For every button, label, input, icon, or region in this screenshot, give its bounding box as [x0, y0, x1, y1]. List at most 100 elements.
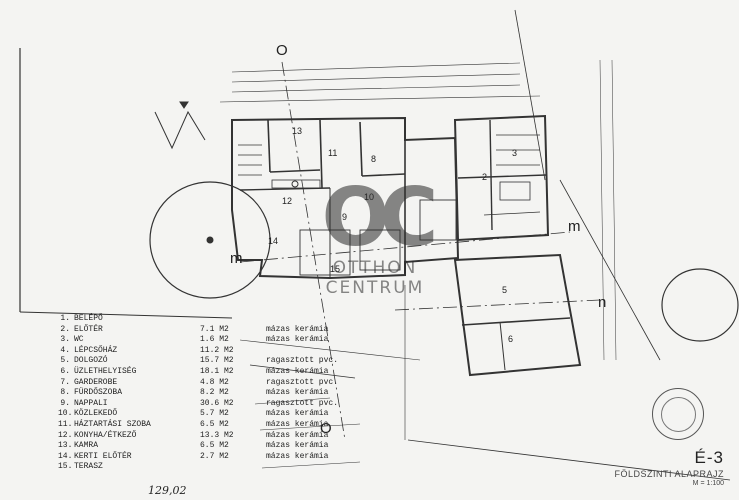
room-area: 15.7 M2 [200, 356, 234, 366]
room-row: 9. NAPPALI 30.6 M2 ragasztott pvc. [58, 398, 338, 410]
room-number: 8. [60, 388, 70, 398]
room-number: 7. [60, 377, 70, 387]
room-number: 12. [58, 430, 73, 440]
room-row: 10.KÖZLEKEDŐ 5.7 M2 mázas kerámia [58, 409, 328, 420]
room-row: 2. ELŐTÉR 7.1 M2 mázas kerámia [58, 324, 328, 336]
room-label-13: 13 [292, 126, 303, 136]
room-material: mázas kerámia [266, 324, 329, 334]
room-material: mázas kerámia [266, 451, 329, 461]
room-label-15: 15 [330, 264, 341, 274]
room-row: 13.KAMRA 6.5 M2 mázas kerámia [58, 441, 328, 452]
room-name: NAPPALI [74, 398, 108, 408]
room-name: LÉPCSŐHÁZ [74, 345, 118, 355]
room-label-9: 9 [342, 212, 348, 222]
room-material: mázas kerámia [266, 366, 329, 376]
room-number: 5. [60, 356, 70, 366]
room-area: 18.1 M2 [200, 366, 234, 376]
title-block: É-3 FÖLDSZINTI ALAPRAJZ M = 1:100 [594, 448, 724, 487]
room-material: mázas kerámia [266, 409, 329, 419]
room-area: 13.3 M2 [200, 430, 234, 440]
room-name: TERASZ [74, 462, 103, 472]
room-area: 6.5 M2 [200, 441, 229, 451]
room-material: ragasztott pvc. [266, 356, 339, 366]
handwritten-total-area: 129,02 [148, 484, 187, 497]
room-row: 4. LÉPCSŐHÁZ 11.2 M2 [58, 346, 278, 357]
room-number: 6. [60, 366, 70, 376]
room-area: 4.8 M2 [200, 377, 229, 387]
drawing-scale: M = 1:100 [692, 480, 724, 487]
room-row: 12.KONYHA/ÉTKEZŐ 13.3 M2 mázas kerámia [58, 430, 328, 442]
room-area: 2.7 M2 [200, 451, 229, 461]
room-name: ELŐTÉR [74, 324, 103, 334]
room-number: 2. [60, 324, 70, 334]
room-area: 6.5 M2 [200, 419, 229, 429]
room-material: ragasztott pvc. [266, 398, 339, 408]
room-row: 5. DOLGOZÓ 15.7 M2 ragasztott pvc. [58, 356, 338, 367]
room-name: KONYHA/ÉTKEZŐ [74, 430, 137, 440]
sheet-number: É-3 [694, 448, 724, 467]
room-label-8: 8 [371, 154, 377, 164]
stamp-inner-ring [661, 397, 696, 432]
room-number: 13. [58, 441, 73, 451]
official-stamp [652, 388, 704, 440]
watermark-line2: CENTRUM [325, 278, 425, 298]
room-number: 4. [60, 345, 70, 355]
room-row: 15.TERASZ [58, 462, 278, 473]
room-area: 8.2 M2 [200, 388, 229, 398]
watermark-logo: OC [321, 171, 439, 264]
section-marker-m-left: m [230, 250, 243, 267]
room-label-2: 2 [482, 172, 488, 182]
room-name: WC [74, 335, 84, 345]
room-label-10: 10 [364, 192, 375, 202]
room-name: GARDEROBE [74, 377, 118, 387]
room-area: 30.6 M2 [200, 398, 234, 408]
watermark-line1: OTTHON [332, 258, 418, 278]
room-label-14: 14 [268, 236, 279, 246]
room-row: 6. ÜZLETHELYISÉG 18.1 M2 mázas kerámia [58, 366, 328, 378]
room-material: mázas kerámia [266, 441, 329, 451]
drawing-title: FÖLDSZINTI ALAPRAJZ [614, 469, 724, 479]
room-area: 7.1 M2 [200, 324, 229, 334]
room-label-6: 6 [508, 334, 514, 344]
room-area: 1.6 M2 [200, 335, 229, 345]
section-marker-n: n [598, 294, 607, 311]
room-row: 11.HÁZTARTÁSI SZOBA 6.5 M2 mázas kerámia [58, 419, 328, 431]
room-name: KÖZLEKEDŐ [74, 409, 118, 419]
room-area: 11.2 M2 [200, 345, 234, 355]
room-row: 14.KERTI ELŐTÉR 2.7 M2 mázas kerámia [58, 451, 328, 463]
section-marker-o-bottom: O [320, 420, 332, 437]
room-name: HÁZTARTÁSI SZOBA [74, 419, 151, 429]
room-row: 8. FÜRDŐSZOBA 8.2 M2 mázas kerámia [58, 388, 328, 399]
room-material: mázas kerámia [266, 335, 329, 345]
section-marker-o-top: O [276, 42, 288, 59]
room-number: 1. [60, 314, 70, 323]
section-marker-m-right: m [568, 218, 581, 235]
room-label-11: 11 [328, 148, 338, 158]
room-label-12: 12 [282, 196, 293, 206]
room-material: mázas kerámia [266, 388, 329, 398]
room-number: 9. [60, 398, 70, 408]
room-number: 14. [58, 451, 73, 461]
room-label-5: 5 [502, 285, 508, 295]
room-name: KAMRA [74, 441, 99, 451]
room-name: FÜRDŐSZOBA [74, 388, 123, 398]
watermark: OC OTTHON CENTRUM [300, 171, 450, 299]
room-row: 1. BELÉPŐ [58, 314, 278, 325]
room-number: 10. [58, 409, 73, 419]
room-material: ragasztott pvc. [266, 377, 339, 387]
room-name: BELÉPŐ [74, 314, 103, 323]
room-area: 5.7 M2 [200, 409, 229, 419]
room-name: ÜZLETHELYISÉG [74, 366, 137, 376]
room-label-3: 3 [512, 148, 518, 158]
room-row: 7. GARDEROBE 4.8 M2 ragasztott pvc. [58, 377, 338, 389]
room-schedule: 1. BELÉPŐ 2. ELŐTÉR 7.1 M2 mázas kerámia 3. W… [58, 314, 338, 473]
room-row: 3. WC 1.6 M2 mázas kerámia [58, 335, 328, 346]
room-material: mázas kerámia [266, 430, 329, 440]
room-name: KERTI ELŐTÉR [74, 451, 132, 461]
room-number: 15. [58, 462, 73, 472]
room-name: DOLGOZÓ [74, 356, 108, 366]
room-number: 11. [58, 419, 73, 429]
room-material: mázas kerámia [266, 419, 329, 429]
room-number: 3. [60, 335, 70, 345]
